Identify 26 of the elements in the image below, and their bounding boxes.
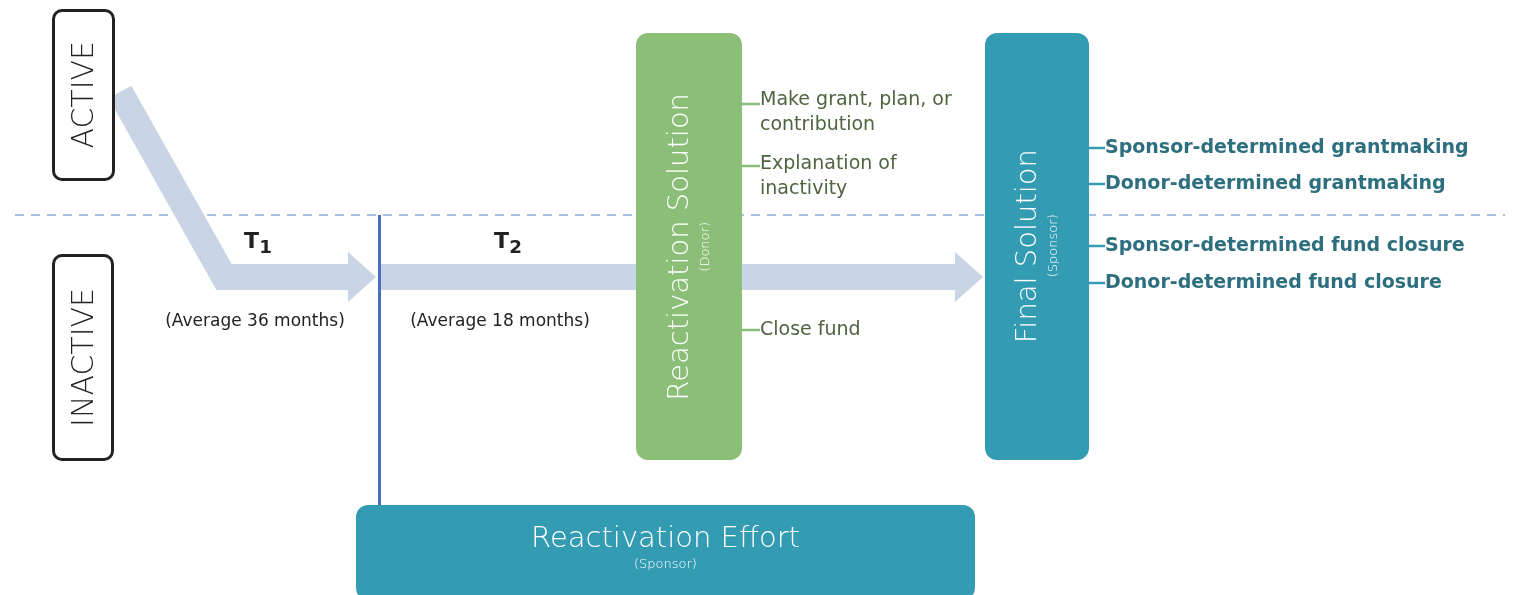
outcome-text: Sponsor-determined fund closure	[1105, 232, 1475, 257]
box-title: INACTIVE	[65, 288, 101, 427]
duration-text: (Average 36 months)	[165, 310, 345, 330]
period-label: T$_{2}$	[494, 228, 522, 258]
flow-arrow	[742, 252, 983, 302]
box-title: Reactivation Effort	[531, 521, 800, 555]
outcome-text: Sponsor-determined grantmaking	[1105, 134, 1475, 159]
box-title: Final Solution	[1009, 149, 1044, 344]
box-subtitle: (Sponsor)	[1044, 214, 1062, 280]
outcome-text: Donor-determined fund closure	[1105, 269, 1475, 294]
box-title: ACTIVE	[66, 41, 101, 149]
outcome-text: Donor-determined grantmaking	[1105, 170, 1475, 195]
stage-box	[636, 33, 742, 460]
stage-box	[356, 505, 975, 595]
vertical-line	[378, 215, 381, 505]
status-box	[52, 254, 114, 461]
box-subtitle: (Donor)	[696, 220, 714, 274]
option-text: Close fund	[760, 316, 960, 341]
duration-text: (Average 18 months)	[410, 310, 590, 330]
stage-box	[985, 33, 1089, 460]
status-box	[52, 9, 115, 181]
option-text: Explanation of inactivity	[760, 150, 960, 200]
box-subtitle: (Sponsor)	[633, 555, 698, 574]
period-label: T$_{1}$	[244, 228, 272, 258]
option-text: Make grant, plan, or contribution	[760, 86, 960, 136]
box-title: Reactivation Solution	[661, 92, 696, 401]
